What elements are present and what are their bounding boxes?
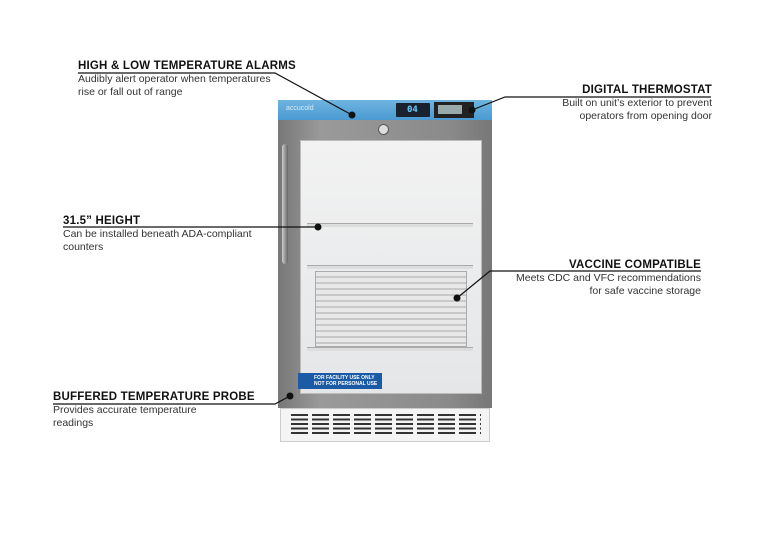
digital-thermostat [434,102,474,118]
callout-dot [348,111,356,119]
temperature-display: 04 [396,103,430,117]
feature-vaccine: VACCINE COMPATIBLE Meets CDC and VFC rec… [516,259,701,297]
feature-alarms: HIGH & LOW TEMPERATURE ALARMS Audibly al… [78,60,296,98]
shelf [307,223,473,227]
feature-height: 31.5” HEIGHT Can be installed beneath AD… [63,215,252,253]
callout-dot [453,294,461,302]
glass-door: FOR FACILITY USE ONLY NOT FOR PERSONAL U… [278,120,492,408]
callout-dot [314,223,322,231]
brand-logo: accucold [286,105,314,112]
shelf [307,347,473,351]
vent-grille [280,408,490,442]
wire-basket [315,271,467,347]
lock-icon [378,124,389,135]
callout-dot [286,392,294,400]
door-handle [282,144,288,264]
callout-dot [468,106,476,114]
refrigerator-image: accucold 04 FOR FACILITY USE ONLY NOT FO… [278,100,492,442]
door-glass [300,140,482,394]
feature-probe: BUFFERED TEMPERATURE PROBE Provides accu… [53,391,255,429]
callout-line [53,395,291,405]
shelf [307,265,473,269]
callout-line [471,96,711,111]
feature-thermostat: DIGITAL THERMOSTAT Built on unit’s exter… [562,84,712,122]
facility-use-label: FOR FACILITY USE ONLY NOT FOR PERSONAL U… [298,373,382,389]
callout-line [456,270,701,299]
callout-line [78,72,353,116]
control-panel: accucold 04 [278,100,492,120]
